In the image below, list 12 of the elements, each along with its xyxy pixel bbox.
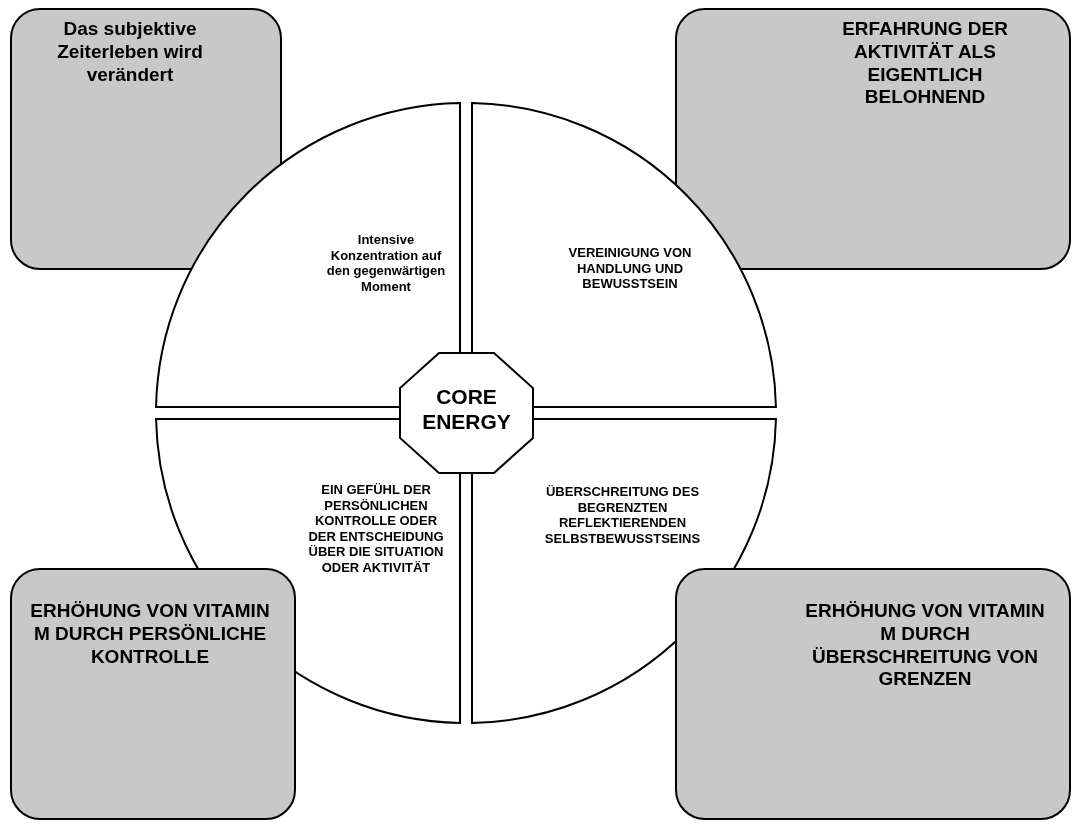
rounded-box [675, 568, 1071, 820]
quadrant-text: VEREINIGUNG VON HANDLUNG UND BEWUSSTSEIN [567, 245, 693, 292]
box-text: ERHÖHUNG VON VITAMIN M DURCH ÜBERSCHREITUNG VON GRENZEN [805, 600, 1045, 692]
box-text: Das subjektive Zeiterleben wird verändert [56, 18, 204, 87]
rounded-box [10, 8, 282, 270]
quadrant-text: ÜBERSCHREITUNG DES BEGRENZTEN REFLEKTIERENDEN SELBSTBEWUSSTSEINS [543, 484, 702, 547]
box-text: ERFAHRUNG DER AKTIVITÄT ALS EIGENTLICH BELOHNEND [841, 18, 1009, 110]
box-text: ERHÖHUNG VON VITAMIN M DURCH PERSÖNLICHE KONTROLLE [29, 600, 271, 669]
quadrant-text: EIN GEFÜHL DER PERSÖNLICHEN KONTROLLE ODER DER ENTSCHEIDUNG ÜBER DIE SITUATION ODER AKTIVITÄT [307, 482, 445, 576]
quadrant-text: Intensive Konzentration auf den gegenwärtigen Moment [325, 232, 447, 295]
rounded-box [10, 568, 296, 820]
center-text: CORE ENERGY [421, 384, 512, 435]
